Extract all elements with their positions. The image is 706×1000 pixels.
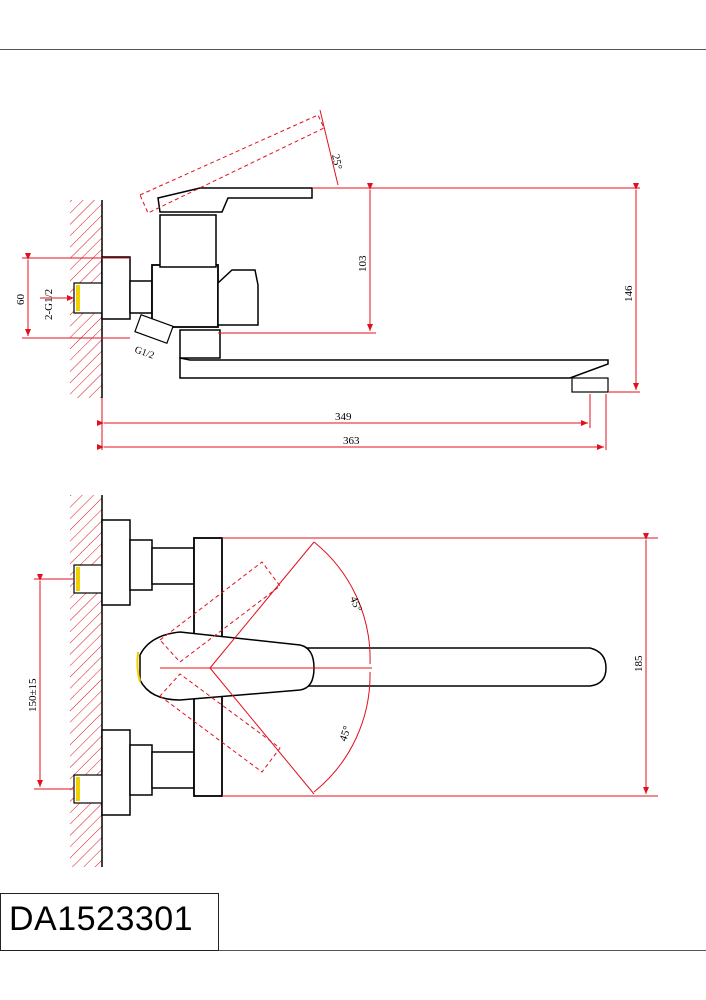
nut-lower [151, 751, 195, 789]
inlet-nut [134, 313, 174, 345]
angle-arc-upper [313, 541, 371, 665]
dim-label-103: 103 [357, 255, 369, 272]
nut-upper [151, 547, 195, 585]
angle-label-upper: 45° [347, 595, 364, 614]
model-number: DA1523301 [9, 900, 194, 938]
title-block: DA1523301 [0, 893, 219, 951]
flange [101, 256, 131, 320]
lever-rotated-down [159, 673, 281, 773]
fitting-thread-mark [76, 285, 80, 311]
angle-arc [319, 109, 339, 186]
flange-upper [101, 519, 131, 606]
flange-lower [101, 729, 131, 816]
angle-label-25: 25° [329, 153, 344, 171]
aerator [571, 377, 609, 393]
dim-label-349: 349 [335, 411, 352, 423]
lever-handle [157, 187, 313, 213]
connector-lower [129, 744, 153, 796]
dim-label-60: 60 [15, 294, 27, 306]
thread-label: 2-G1/2 [43, 289, 55, 320]
dim-label-363: 363 [343, 435, 360, 447]
mixer-body [151, 264, 219, 328]
fitting-lower-thread [76, 777, 80, 801]
angle-arc-lower [313, 671, 371, 793]
lever-rotated-up [159, 561, 281, 663]
diverter-knob [217, 269, 259, 326]
dim-label-150: 150±15 [27, 678, 39, 712]
angle-ray-lower [209, 667, 315, 795]
connector-upper [129, 539, 153, 591]
wall-hatch-top [70, 495, 102, 867]
dim-label-146: 146 [623, 285, 635, 302]
angle-ray-upper [209, 541, 315, 669]
spout-collar [179, 329, 221, 359]
lever-tip-mark [136, 651, 141, 683]
dim-label-185: 185 [633, 655, 645, 672]
sheet-frame [0, 49, 706, 951]
connector [129, 280, 153, 314]
angle-label-lower: 45° [337, 725, 353, 743]
thread-label-small: G1/2 [133, 344, 156, 361]
fitting-upper-thread [76, 567, 80, 591]
top-view: 45° 45° 185 150±15 [27, 495, 658, 867]
cartridge-housing [159, 214, 217, 268]
side-view: 25° 103 146 60 2-G1/2 G1/2 [15, 109, 640, 450]
spout [179, 357, 609, 379]
spout-top [299, 647, 607, 687]
